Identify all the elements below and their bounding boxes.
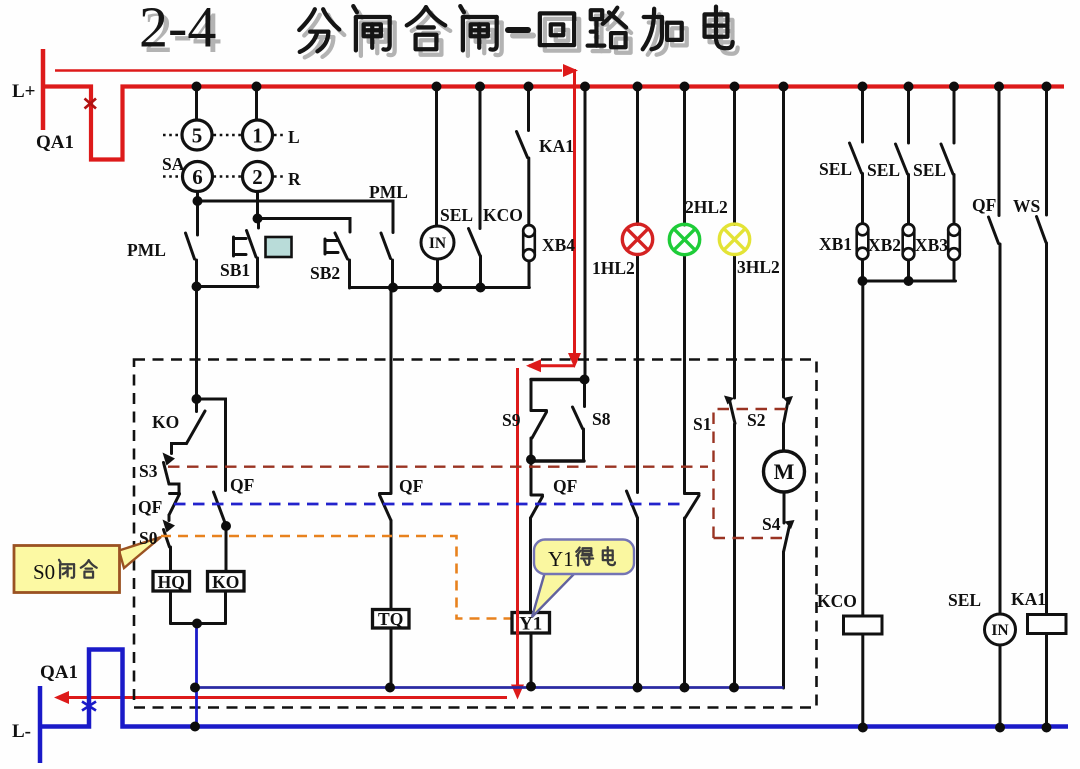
svg-text:L: L: [288, 127, 300, 147]
svg-text:HQ: HQ: [158, 572, 185, 592]
svg-text:S4: S4: [762, 514, 781, 534]
svg-text:S2: S2: [747, 410, 765, 430]
svg-text:Y1: Y1: [548, 547, 574, 571]
svg-text:SB2: SB2: [310, 263, 340, 283]
svg-text:S9: S9: [502, 410, 521, 430]
svg-text:M: M: [774, 459, 795, 484]
svg-text:QF: QF: [138, 497, 162, 517]
svg-text:1: 1: [252, 124, 263, 148]
svg-text:SEL: SEL: [913, 160, 946, 180]
svg-text:2HL2: 2HL2: [685, 197, 728, 217]
svg-text:S0: S0: [33, 560, 55, 584]
svg-text:QF: QF: [972, 195, 996, 215]
svg-text:SB1: SB1: [220, 260, 250, 280]
svg-text:S3: S3: [139, 461, 158, 481]
svg-text:QF: QF: [399, 476, 423, 496]
svg-text:Y1: Y1: [519, 614, 542, 635]
svg-text:QA1: QA1: [36, 132, 74, 153]
svg-text:IN: IN: [429, 235, 446, 252]
svg-text:IN: IN: [991, 622, 1008, 639]
svg-text:KCO: KCO: [483, 205, 523, 225]
svg-text:S0: S0: [139, 528, 158, 548]
svg-text:QF: QF: [553, 476, 577, 496]
svg-text:2-4: 2-4: [139, 0, 216, 60]
svg-text:L+: L+: [12, 81, 36, 102]
svg-text:KA1: KA1: [1011, 589, 1046, 609]
svg-text:PML: PML: [369, 182, 408, 202]
svg-text:KCO: KCO: [817, 591, 857, 611]
svg-text:SEL: SEL: [819, 159, 852, 179]
svg-text:WS: WS: [1013, 196, 1040, 216]
svg-text:SA: SA: [162, 154, 185, 174]
svg-text:KA1: KA1: [539, 136, 574, 156]
svg-text:KO: KO: [212, 572, 239, 592]
svg-text:SEL: SEL: [867, 160, 900, 180]
svg-text:1HL2: 1HL2: [592, 258, 635, 278]
svg-text:3HL2: 3HL2: [737, 257, 780, 277]
svg-text:5: 5: [192, 124, 203, 148]
svg-text:QF: QF: [230, 475, 254, 495]
svg-text:L-: L-: [12, 721, 31, 742]
svg-text:XB4: XB4: [542, 235, 575, 255]
svg-text:2-4: 2-4: [144, 0, 221, 65]
svg-text:KO: KO: [152, 412, 179, 432]
svg-text:6: 6: [192, 165, 203, 189]
svg-text:XB3: XB3: [915, 235, 948, 255]
svg-text:PML: PML: [127, 240, 166, 260]
svg-text:SEL: SEL: [440, 205, 473, 225]
svg-text:S8: S8: [592, 409, 611, 429]
svg-text:2: 2: [252, 165, 263, 189]
svg-text:TQ: TQ: [378, 609, 403, 629]
svg-text:XB1: XB1: [819, 234, 852, 254]
svg-text:S1: S1: [693, 414, 711, 434]
svg-text:SEL: SEL: [948, 590, 981, 610]
svg-text:XB2: XB2: [868, 235, 901, 255]
svg-text:R: R: [288, 169, 301, 189]
svg-text:QA1: QA1: [40, 662, 78, 683]
